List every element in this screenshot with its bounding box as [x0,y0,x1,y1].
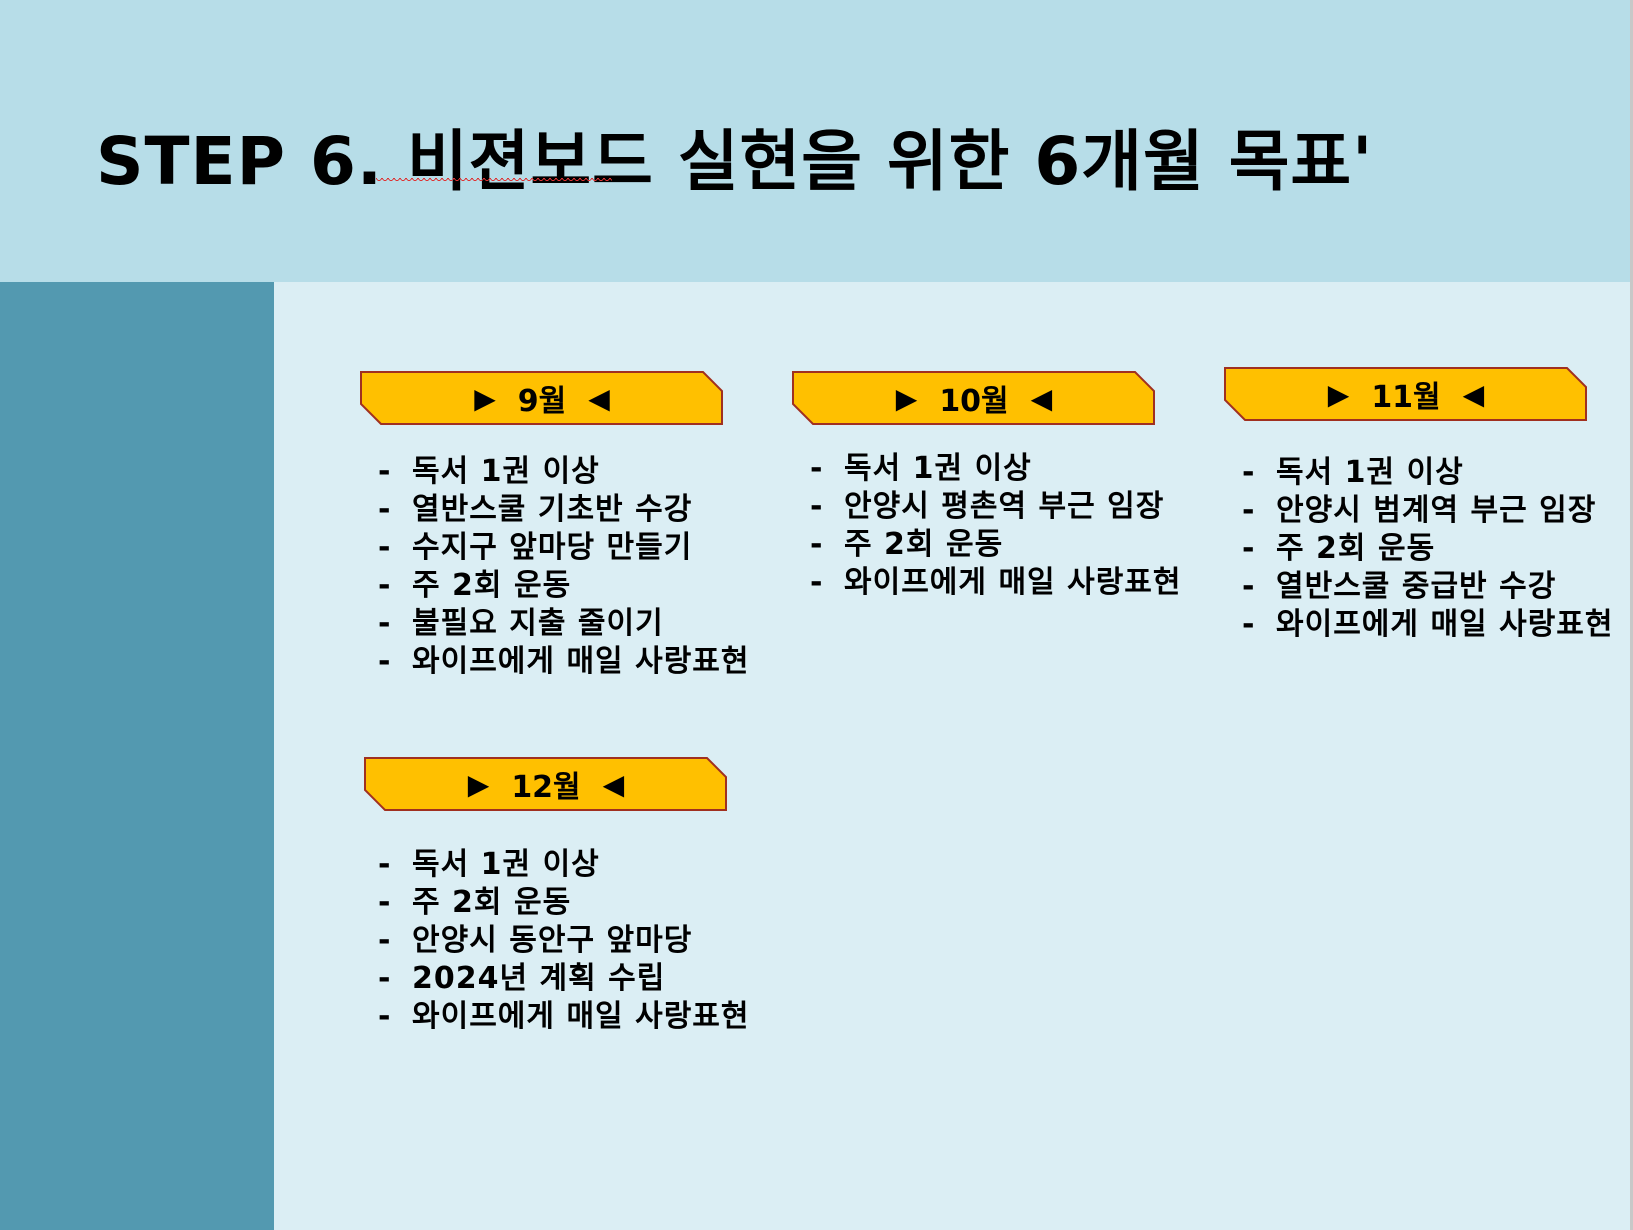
play-left-icon: ◀ [1462,377,1485,411]
window-edge [1630,0,1633,1230]
tab-shape [360,371,723,425]
play-right-icon: ▶ [474,381,496,415]
list-item: 열반스쿨 중급반 수강 [1242,568,1614,606]
list-item: 주 2회 운동 [378,884,750,922]
sidebar-band [0,282,274,1230]
list-item: 불필요 지출 줄이기 [378,605,750,643]
month-tab-december: ▶ 12월 ◀ [364,757,728,811]
list-item: 2024년 계획 수립 [378,960,750,998]
list-item: 와이프에게 매일 사랑표현 [378,998,750,1036]
slide-header [0,0,1633,282]
slide-title: STEP 6. 비젼보드 실현을 위한 6개월 목표' [96,123,1374,200]
month-label: 9월 [517,384,567,419]
play-left-icon: ◀ [588,381,610,415]
list-item: 독서 1권 이상 [378,846,750,884]
list-item: 열반스쿨 기초반 수강 [378,491,750,529]
content-area [274,282,1633,1230]
list-item: 독서 1권 이상 [378,453,750,491]
list-item: 와이프에게 매일 사랑표현 [1242,606,1614,644]
spellcheck-underline [376,178,612,184]
list-item: 주 2회 운동 [1242,530,1614,568]
list-item: 수지구 앞마당 만들기 [378,529,750,567]
month-label: 11월 [1371,380,1441,415]
list-item: 주 2회 운동 [810,526,1182,564]
play-right-icon: ▶ [1327,377,1350,411]
month-label: 12월 [511,770,581,805]
list-item: 와이프에게 매일 사랑표현 [810,564,1182,602]
tab-shape [792,371,1155,425]
month-tab-october: ▶ 10월 ◀ [792,371,1156,425]
goal-list-september: 독서 1권 이상 열반스쿨 기초반 수강 수지구 앞마당 만들기 주 2회 운동… [378,453,750,681]
play-right-icon: ▶ [467,767,490,801]
play-left-icon: ◀ [602,767,625,801]
play-right-icon: ▶ [895,381,918,415]
list-item: 주 2회 운동 [378,567,750,605]
goal-list-october: 독서 1권 이상 안양시 평촌역 부근 임장 주 2회 운동 와이프에게 매일 … [810,450,1182,602]
tab-shape [1224,367,1587,421]
play-left-icon: ◀ [1030,381,1053,415]
goal-list-november: 독서 1권 이상 안양시 범계역 부근 임장 주 2회 운동 열반스쿨 중급반 … [1242,454,1614,644]
month-tab-november: ▶ 11월 ◀ [1224,367,1588,421]
list-item: 안양시 범계역 부근 임장 [1242,492,1614,530]
list-item: 독서 1권 이상 [810,450,1182,488]
month-label: 10월 [939,384,1009,419]
month-tab-september: ▶ 9월 ◀ [360,371,724,425]
goal-list-december: 독서 1권 이상 주 2회 운동 안양시 동안구 앞마당 2024년 계획 수립… [378,846,750,1036]
tab-shape [364,757,727,811]
list-item: 안양시 평촌역 부근 임장 [810,488,1182,526]
list-item: 와이프에게 매일 사랑표현 [378,643,750,681]
list-item: 독서 1권 이상 [1242,454,1614,492]
list-item: 안양시 동안구 앞마당 [378,922,750,960]
